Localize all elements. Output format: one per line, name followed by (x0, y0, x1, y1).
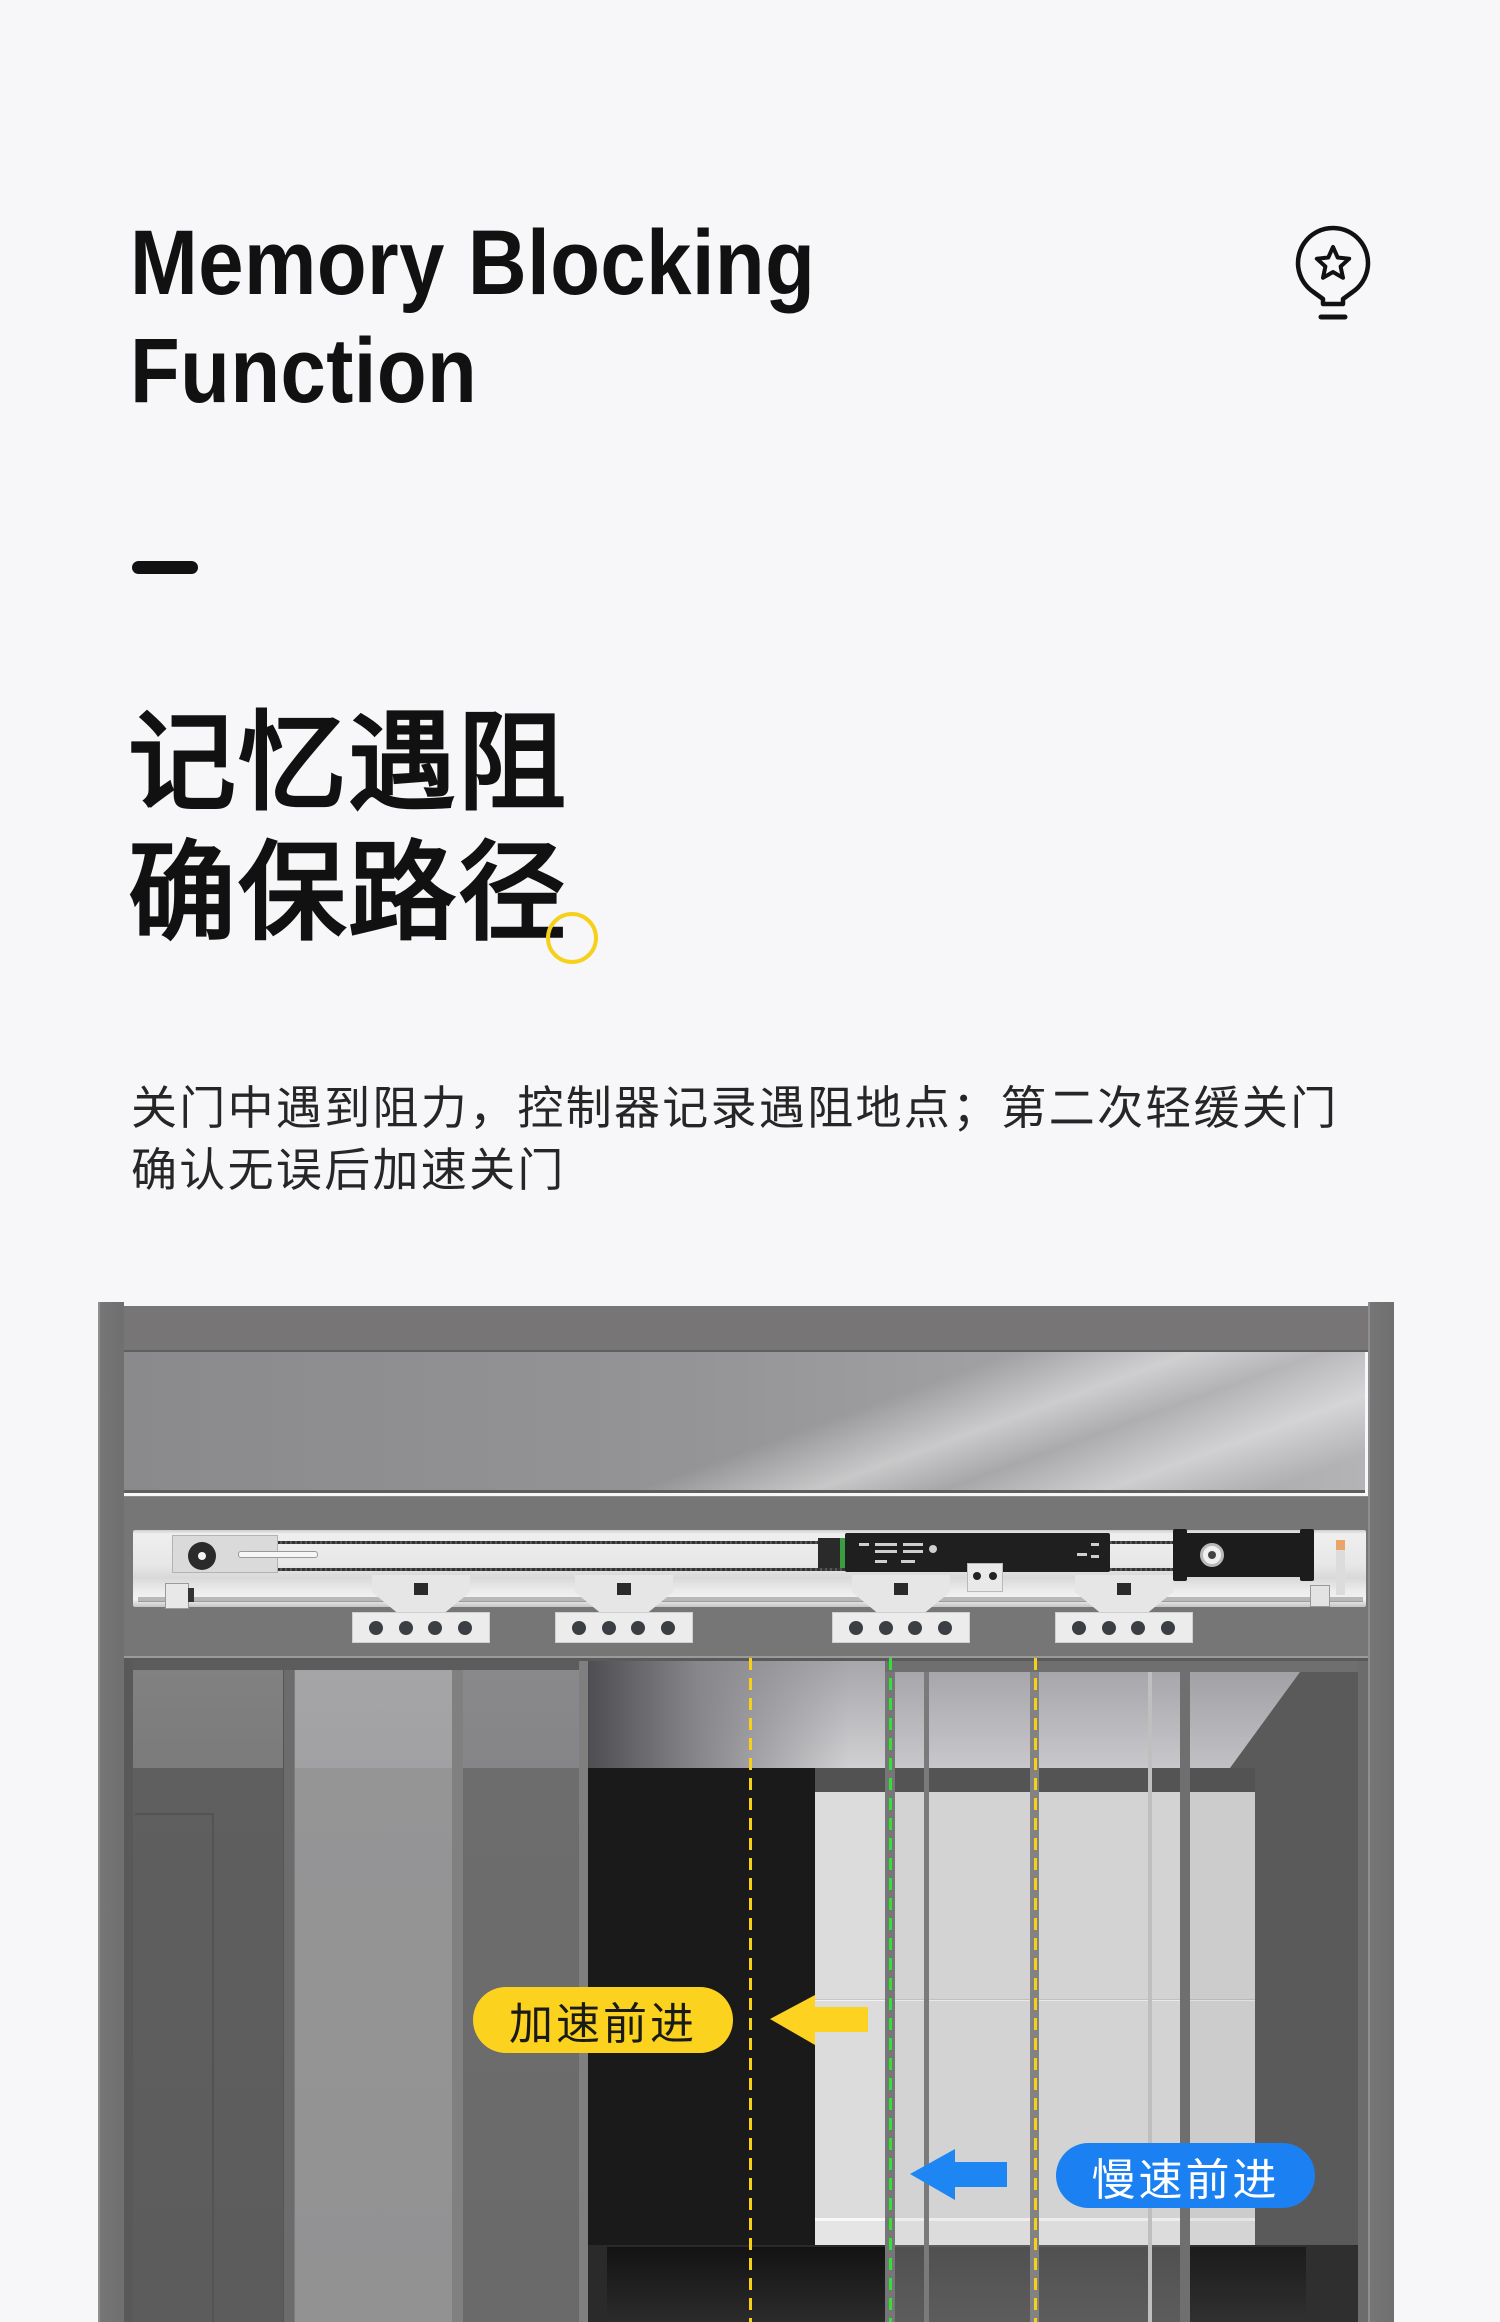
lightbulb-star-icon (1295, 225, 1371, 320)
drive-belt-bottom (202, 1568, 1212, 1571)
title-en: Memory Blocking Function (130, 209, 815, 425)
frame-top-bar (124, 1306, 1368, 1352)
description-line-1: 关门中遇到阻力，控制器记录遇阻地点；第二次轻缓关门 (131, 1081, 1339, 1135)
left-leaf-panel-a (133, 1670, 283, 2322)
headline-zh-line-1: 记忆遇阻 (128, 701, 569, 826)
left-leaf-panel-b (295, 1670, 452, 2322)
transom-glass (124, 1352, 1365, 1493)
door-head-line (124, 1656, 1368, 1661)
end-stop-right (1310, 1585, 1330, 1607)
headline-zh: 记忆遇阻 确保路径 (128, 699, 568, 959)
left-leaf-divider (452, 1670, 463, 2322)
title-en-line-1: Memory Blocking (130, 212, 816, 314)
right-leaf-line (1148, 1672, 1152, 2322)
description-line-2: 确认无误后加速关门 (131, 1143, 566, 1197)
title-divider-dash (132, 561, 198, 574)
right-leaf-stile (1180, 1661, 1190, 2322)
right-leaf-top-rail (885, 1661, 1368, 1672)
hanger-plate (832, 1612, 970, 1643)
marker-line-fast (749, 1658, 752, 2322)
frame-post-right (1368, 1302, 1394, 2322)
arrow-left-icon (910, 2149, 1007, 2200)
motor-pulley-icon (1200, 1543, 1224, 1567)
label-accelerate: 加速前进 (473, 1987, 733, 2053)
fixed-panel-glass (1190, 1672, 1358, 2322)
arrow-layer (770, 1995, 1007, 2200)
description: 关门中遇到阻力，控制器记录遇阻地点；第二次轻缓关门 确认无误后加速关门 (131, 1077, 1339, 1201)
headline-zh-line-2: 确保路径 (128, 831, 569, 956)
idler-pulley-icon (188, 1542, 216, 1570)
left-leaf-divider (283, 1661, 295, 2322)
controller-terminal (840, 1538, 845, 1568)
hanger-plate (352, 1612, 490, 1643)
end-indicator (1336, 1540, 1345, 1595)
hanger-plate (555, 1612, 693, 1643)
frame-post-left (98, 1302, 124, 2322)
scene-ceiling (588, 1661, 1368, 1768)
hanger-plate (1055, 1612, 1193, 1643)
left-leaf-top-rail (124, 1661, 588, 1670)
motor-flange-right (1300, 1529, 1314, 1581)
title-en-line-2: Function (130, 320, 478, 422)
fixed-panel-frame (1358, 1661, 1368, 2322)
label-slow-text: 慢速前进 (1091, 2154, 1280, 2206)
arrow-left-icon (770, 1995, 868, 2045)
drive-belt-top (202, 1541, 1212, 1544)
belt-clamp (967, 1563, 1003, 1592)
end-stop-left (165, 1583, 194, 1609)
marker-line-slow (1034, 1658, 1037, 2322)
guide-rod (138, 1597, 1363, 1602)
label-slow: 慢速前进 (1056, 2143, 1315, 2208)
left-leaf-frame (124, 1661, 133, 2322)
right-leaf-line (924, 1672, 929, 2322)
label-accelerate-text: 加速前进 (509, 1999, 697, 2050)
marker-line-obstacle (889, 1658, 892, 2322)
accent-ring-decoration (546, 912, 598, 964)
sliding-door-illustration: 加速前进 慢速前进 (98, 1300, 1395, 2322)
drive-motor (1175, 1533, 1312, 1577)
tension-rod (238, 1551, 318, 1558)
